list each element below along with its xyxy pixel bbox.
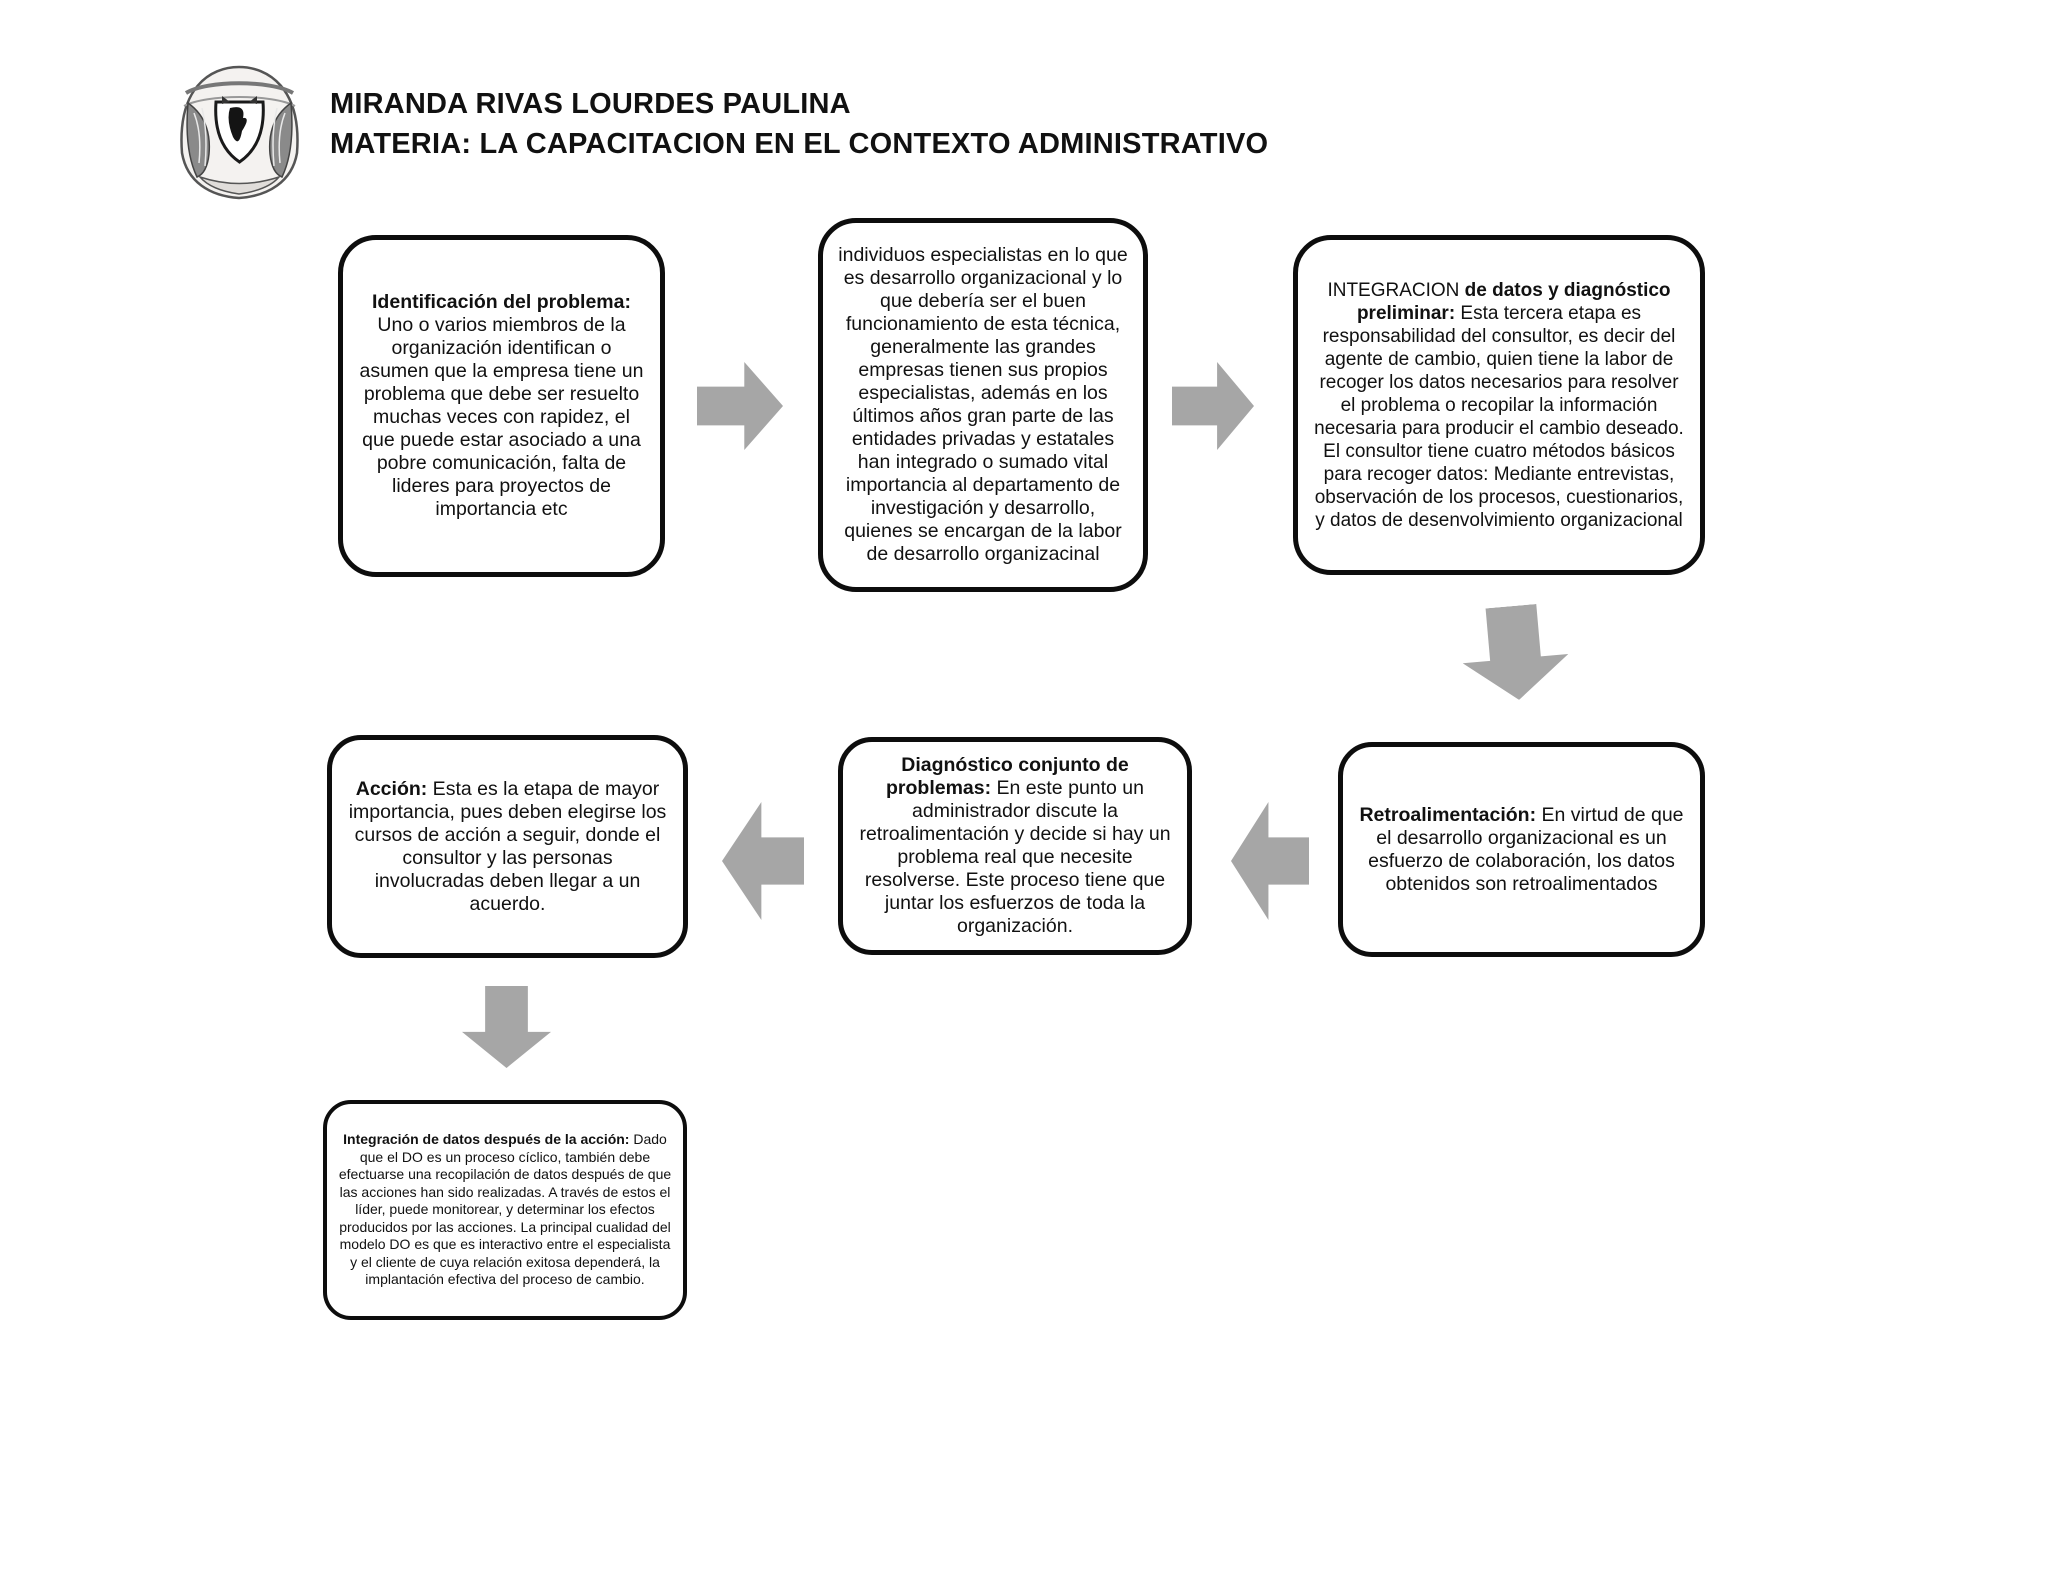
flow-box-diagnostico-conjunto: Diagnóstico conjunto de problemas: En es…: [838, 737, 1192, 955]
box-title: Diagnóstico conjunto de problemas:: [886, 754, 1129, 799]
box-title: Acción:: [355, 777, 428, 800]
box-title: Retroalimentación:: [1359, 803, 1537, 826]
page-header: MIRANDA RIVAS LOURDES PAULINA MATERIA: L…: [330, 84, 1268, 164]
right-arrow-icon: [1172, 362, 1254, 450]
box-title: de datos y diagnóstico preliminar:: [1356, 279, 1671, 324]
flow-box-text: Retroalimentación: En virtud de que el d…: [1343, 804, 1700, 896]
flow-box-text: Identificación del problema: Uno o vario…: [343, 291, 660, 521]
box-body: En este punto un administrador discute l…: [859, 777, 1171, 937]
flow-box-text: individuos especialistas en lo que es de…: [823, 244, 1143, 566]
flow-box-integracion-despues-accion: Integración de datos después de la acció…: [323, 1100, 687, 1320]
box-body: individuos especialistas en lo que es de…: [838, 244, 1128, 565]
flow-box-retroalimentacion: Retroalimentación: En virtud de que el d…: [1338, 742, 1705, 957]
flow-box-text: Acción: Esta es la etapa de mayor import…: [332, 778, 683, 916]
flow-box-especialistas: individuos especialistas en lo que es de…: [818, 218, 1148, 592]
flow-box-text: INTEGRACION de datos y diagnóstico preli…: [1298, 279, 1700, 532]
right-arrow-icon: [697, 362, 783, 450]
box-title: Integración de datos después de la acció…: [343, 1131, 630, 1148]
author-name: MIRANDA RIVAS LOURDES PAULINA: [330, 88, 851, 120]
box-lead: INTEGRACION: [1327, 279, 1465, 301]
left-arrow-icon: [1231, 802, 1309, 920]
down-arrow-icon: [1458, 602, 1572, 705]
box-title: Identificación del problema:: [372, 291, 631, 313]
unam-crest-logo: [180, 65, 299, 200]
flow-box-text: Integración de datos después de la acció…: [327, 1131, 683, 1289]
left-arrow-icon: [722, 802, 804, 920]
course-title: MATERIA: LA CAPACITACION EN EL CONTEXTO …: [330, 128, 1269, 160]
flow-box-text: Diagnóstico conjunto de problemas: En es…: [843, 754, 1187, 938]
box-body: Esta es la etapa de mayor importancia, p…: [348, 777, 667, 915]
box-body: Esta tercera etapa es responsabilidad de…: [1314, 302, 1684, 531]
flow-box-accion: Acción: Esta es la etapa de mayor import…: [327, 735, 688, 958]
box-body: Dado que el DO es un proceso cíclico, ta…: [338, 1131, 672, 1288]
box-body: Uno o varios miembros de la organización…: [359, 314, 644, 520]
box-body: En virtud de que el desarrollo organizac…: [1368, 803, 1684, 895]
down-arrow-icon: [462, 986, 551, 1068]
flow-box-integracion-datos: INTEGRACION de datos y diagnóstico preli…: [1293, 235, 1705, 575]
flow-box-identificacion-problema: Identificación del problema: Uno o vario…: [338, 235, 665, 577]
